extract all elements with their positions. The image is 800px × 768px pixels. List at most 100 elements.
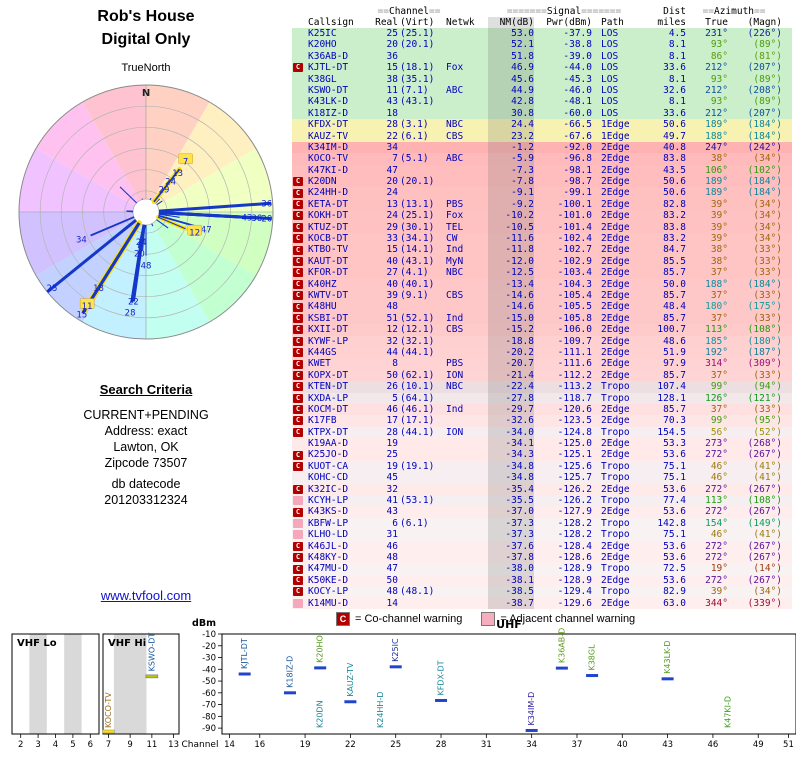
cell-azimuth-magnetic: (267°) (747, 540, 782, 552)
cell-nm-db: -10.5 (488, 221, 534, 234)
cell-azimuth-true: 247° (705, 141, 728, 153)
co-channel-warning-icon: C (293, 564, 303, 574)
cell-path: 2Edge (601, 176, 630, 188)
cell-path: 2Edge (601, 324, 630, 336)
cell-azimuth-magnetic: (267°) (747, 574, 782, 586)
cell-nm-db: -35.4 (488, 483, 534, 496)
signal-ray (158, 213, 180, 218)
cell-azimuth-true: 99° (710, 381, 728, 393)
cell-real-channel: 48 (386, 586, 398, 598)
cell-real-channel: 25 (386, 449, 398, 461)
cell-callsign: KOKH-DT (308, 210, 349, 222)
channel-tick-label: 11 (146, 740, 157, 750)
cell-pwr-dbm: -60.0 (563, 107, 592, 119)
cell-nm-db: -9.1 (488, 187, 534, 199)
co-channel-warning-icon: C (293, 336, 303, 346)
cell-real-channel: 32 (386, 483, 398, 495)
co-channel-warning-icon: C (293, 177, 303, 187)
cell-virtual-channel: (48.1) (400, 586, 435, 598)
cell-pwr-dbm: -92.0 (563, 141, 592, 153)
cell-azimuth-magnetic: (33°) (753, 267, 782, 279)
cell-azimuth-true: 188° (705, 278, 728, 290)
cell-callsign: KTEN-DT (308, 381, 349, 393)
cell-azimuth-magnetic: (33°) (753, 369, 782, 381)
cell-distance: 53.6 (663, 449, 686, 461)
cell-nm-db: -18.8 (488, 335, 534, 347)
cell-distance: 32.6 (663, 84, 686, 96)
cell-network: Fox (446, 210, 464, 222)
radar-wedge (36, 102, 146, 212)
cell-azimuth-true: 272° (705, 574, 728, 586)
cell-azimuth-magnetic: (33°) (753, 255, 782, 267)
cell-azimuth-magnetic: (89°) (753, 39, 782, 51)
cell-pwr-dbm: -101.0 (557, 210, 592, 222)
cell-azimuth-true: 37° (710, 403, 728, 415)
cell-azimuth-true: 212° (705, 84, 728, 96)
cell-callsign: K48HU (308, 301, 337, 313)
cell-real-channel: 25 (386, 28, 398, 39)
cell-distance: 48.4 (663, 301, 686, 313)
cell-real-channel: 28 (386, 119, 398, 131)
cell-virtual-channel: (6.1) (400, 130, 429, 142)
cell-path: LOS (601, 96, 619, 108)
search-address-type: Address: exact (104, 424, 188, 438)
channel-tick-label: 43 (662, 740, 673, 750)
cell-path: 2Edge (601, 540, 630, 552)
cell-pwr-dbm: -120.6 (557, 403, 592, 415)
channel-tick-label: 3 (35, 740, 40, 750)
cell-azimuth-magnetic: (267°) (747, 551, 782, 563)
callsign-label: K20DN (316, 700, 325, 728)
co-channel-warning-icon: C (293, 63, 303, 73)
co-channel-warning-icon: C (293, 245, 303, 255)
cell-callsign: KETA-DT (308, 198, 349, 210)
co-channel-warning-icon: C (293, 370, 303, 380)
cell-virtual-channel: (62.1) (400, 369, 435, 381)
signal-ray (81, 222, 141, 315)
cell-azimuth-true: 272° (705, 540, 728, 552)
radar-channel-label: 20 (134, 250, 145, 260)
cell-azimuth-true: 344° (705, 597, 728, 609)
cell-real-channel: 44 (386, 346, 398, 358)
warning-marker: C (292, 336, 308, 346)
callsign-label: KOCO-TV (104, 692, 113, 728)
cell-virtual-channel: (17.1) (400, 415, 435, 427)
cell-callsign: KXDA-LP (308, 392, 349, 404)
cell-network: Ind (446, 244, 464, 256)
warning-marker: C (292, 257, 308, 267)
cell-azimuth-true: 189° (705, 176, 728, 188)
cell-nm-db: -37.8 (488, 551, 534, 564)
channel-tick-label: 28 (436, 740, 447, 750)
cell-azimuth-true: 38° (710, 255, 728, 267)
channel-tick-label: 13 (168, 740, 179, 750)
cell-distance: 154.5 (657, 426, 686, 438)
cell-distance: 85.5 (663, 255, 686, 267)
cell-callsign: K47MU-D (308, 563, 349, 575)
cell-azimuth-magnetic: (52°) (753, 426, 782, 438)
cell-network: NBC (446, 119, 464, 131)
channel-tick-label: 25 (390, 740, 401, 750)
cell-azimuth-magnetic: (268°) (747, 438, 782, 450)
cell-azimuth-true: 38° (710, 244, 728, 256)
adjacent-channel-warning-icon (293, 530, 303, 540)
cell-virtual-channel: (9.1) (400, 289, 429, 301)
cell-path: LOS (601, 73, 619, 85)
cell-distance: 50.6 (663, 176, 686, 188)
warning-marker: C (292, 416, 308, 426)
tvfool-link[interactable]: www.tvfool.com (100, 588, 192, 603)
cell-azimuth-true: 39° (710, 210, 728, 222)
cell-distance: 50.6 (663, 119, 686, 131)
cell-azimuth-true: 272° (705, 483, 728, 495)
warning-marker: C (292, 313, 308, 323)
cell-callsign: K46JL-D (308, 540, 349, 552)
cell-distance: 8.1 (668, 39, 686, 51)
cell-callsign: K20HO (308, 39, 337, 51)
cell-azimuth-true: 113° (705, 324, 728, 336)
channel-tick-label: 4 (53, 740, 58, 750)
callsign-label: K24HH-D (376, 691, 385, 728)
